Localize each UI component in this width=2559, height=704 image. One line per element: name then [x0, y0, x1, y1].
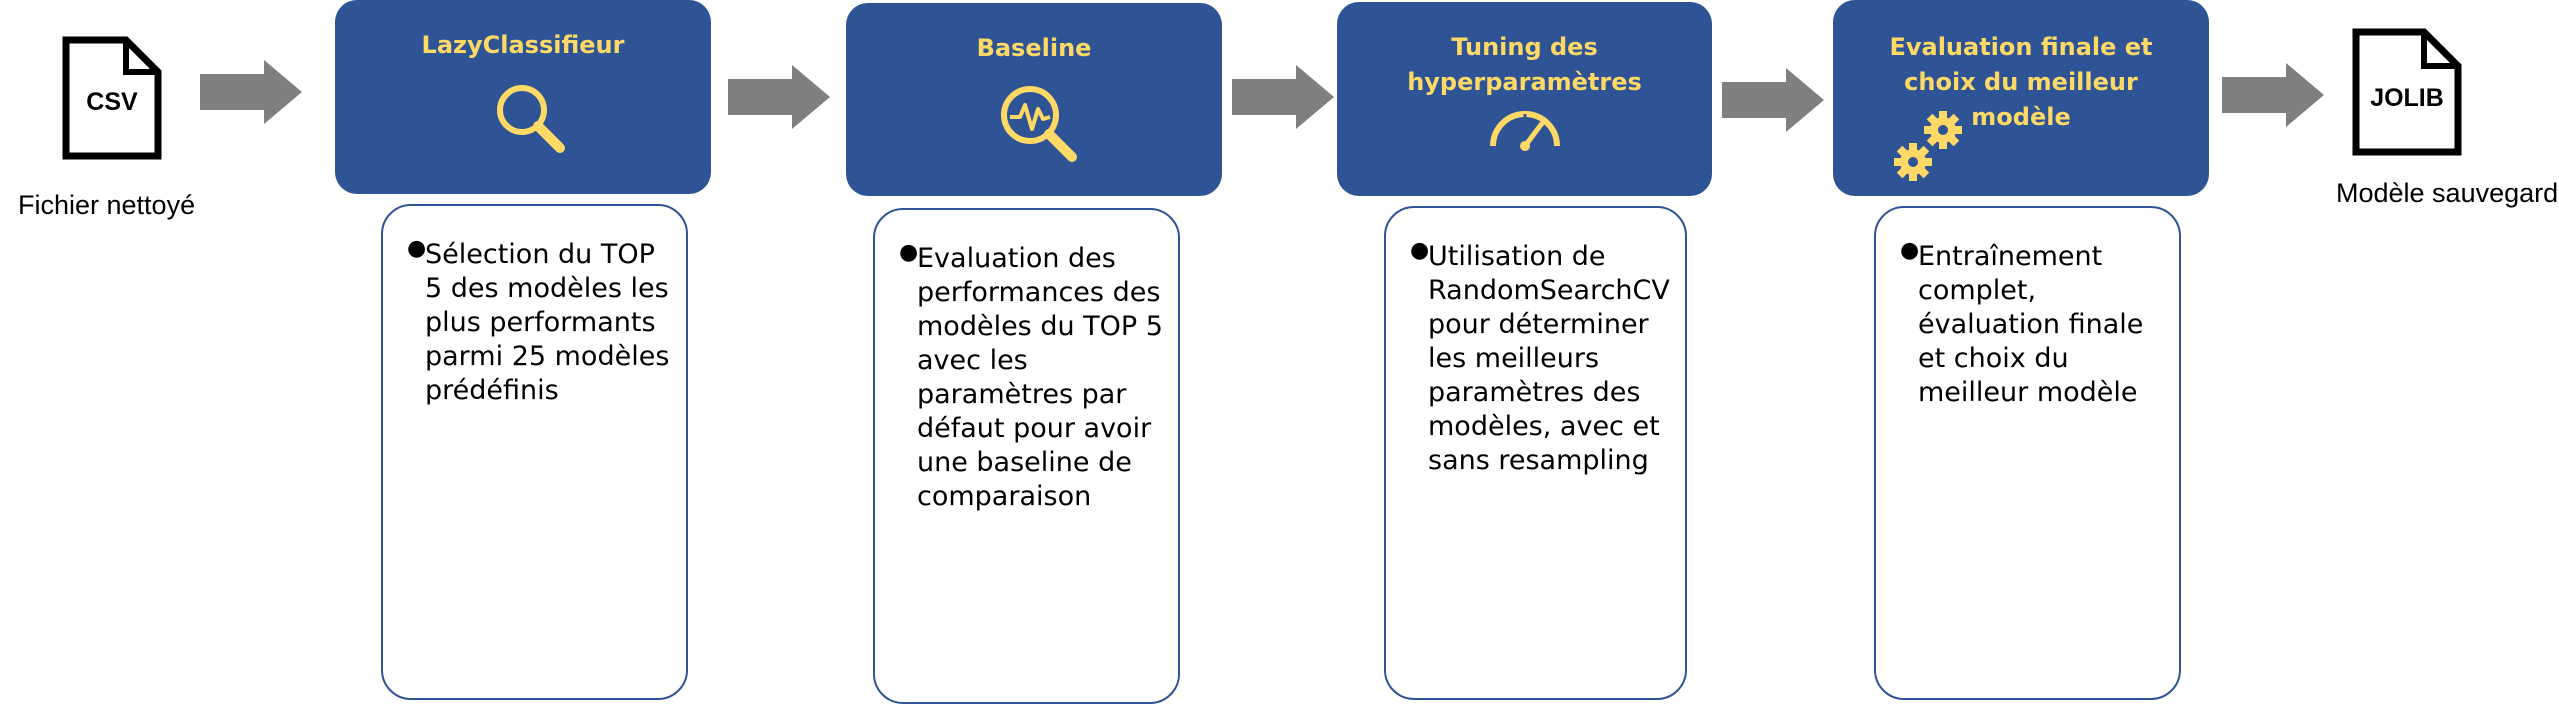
- arrow-right-icon: [1722, 68, 1824, 132]
- stage-tuning: Tuning des hyperparamètres: [1337, 2, 1712, 196]
- arrow-right-icon: [200, 60, 302, 124]
- bullet-icon: ●: [1900, 238, 1920, 263]
- stage-description-card: ● Utilisation de RandomSearchCV pour dét…: [1384, 206, 1687, 700]
- speedometer-icon: [1490, 111, 1560, 151]
- stage-description-card: ● Sélection du TOP 5 des modèles les plu…: [381, 204, 688, 700]
- magnifier-pulse-icon: [1001, 86, 1077, 162]
- arrow-right-icon: [1232, 65, 1334, 129]
- stage-description: Entraînement complet, évaluation finale …: [1918, 241, 2144, 408]
- magnifier-icon: [497, 85, 565, 153]
- stage-baseline: Baseline: [846, 3, 1222, 196]
- bullet-icon: ●: [1410, 238, 1430, 263]
- stage-description-card: ● Entraînement complet, évaluation final…: [1874, 206, 2181, 700]
- gears-icon: [1894, 111, 1962, 181]
- arrow-right-icon: [728, 65, 830, 129]
- stage-description: Sélection du TOP 5 des modèles les plus …: [425, 239, 670, 406]
- stage-lazyclassifieur: LazyClassifieur: [335, 0, 711, 194]
- stage-description-card: ● Evaluation des performances des modèle…: [873, 208, 1180, 704]
- stage-evaluation-finale: Evaluation finale et choix du meilleur m…: [1833, 0, 2209, 196]
- stage-description: Utilisation de RandomSearchCV pour déter…: [1428, 241, 1670, 476]
- input-file-caption: Fichier nettoyé: [18, 190, 196, 220]
- stage-title: Baseline: [976, 34, 1092, 62]
- jolib-file-label: JOLIB: [2370, 84, 2444, 112]
- output-file-caption: Modèle sauvegardé: [2336, 178, 2559, 208]
- jolib-file-icon: JOLIB: [2352, 28, 2462, 156]
- stage-title: Evaluation finale et choix du meilleur m…: [1889, 33, 2153, 131]
- stage-description: Evaluation des performances des modèles …: [917, 243, 1163, 512]
- bullet-icon: ●: [407, 236, 427, 261]
- csv-file-icon: CSV: [62, 36, 162, 160]
- bullet-icon: ●: [899, 240, 919, 265]
- csv-file-label: CSV: [86, 88, 138, 116]
- stage-title: Tuning des hyperparamètres: [1407, 33, 1642, 96]
- stage-title: LazyClassifieur: [421, 31, 625, 59]
- arrow-right-icon: [2222, 63, 2324, 127]
